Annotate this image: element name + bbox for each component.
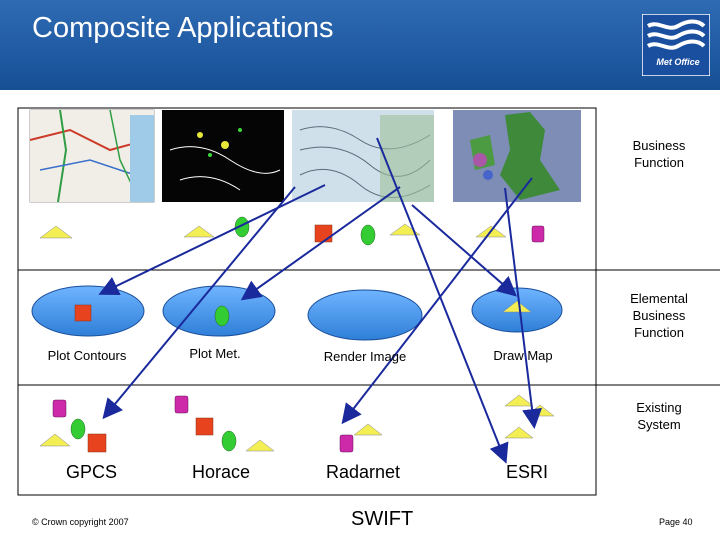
thumbnail-road-map <box>29 109 155 203</box>
triangle-icon <box>39 225 73 239</box>
magenta-square-icon <box>52 399 67 418</box>
layer-label-elemental: Elemental Business Function <box>614 290 704 341</box>
arrow <box>504 187 542 429</box>
layer-label-line: Function <box>634 325 684 340</box>
thumbnail-satellite-map <box>453 110 581 202</box>
circle-icon <box>234 216 250 238</box>
layer-label-business: Business Function <box>614 137 704 171</box>
arrow <box>411 204 518 297</box>
arrow <box>341 177 533 425</box>
triangle-icon <box>39 433 71 447</box>
triangle-icon <box>504 426 534 439</box>
diagram-frame <box>17 107 597 496</box>
system-label-radarnet: Radarnet <box>326 462 401 482</box>
system-label-horace: Horace <box>192 462 251 482</box>
met-office-logo <box>642 14 710 76</box>
function-label-draw-map: Draw Map <box>493 348 553 363</box>
triangle-icon <box>504 394 534 407</box>
page-title: Composite Applications <box>32 12 334 44</box>
triangle-icon <box>525 404 555 417</box>
arrow <box>240 186 401 301</box>
layer-label-existing: Existing System <box>614 399 704 433</box>
thumbnail-pressure-chart <box>292 110 434 202</box>
page-number: Page 40 <box>659 517 693 527</box>
layer-label-line: Function <box>634 155 684 170</box>
circle-icon <box>221 430 237 452</box>
arrow <box>102 186 296 420</box>
system-label-esri: ESRI <box>506 462 549 482</box>
function-ellipse-render-image <box>307 289 423 341</box>
triangle-icon <box>353 423 383 436</box>
magenta-square-icon <box>339 434 354 453</box>
logo-text: Met Office <box>656 57 700 67</box>
system-label-gpcs: GPCS <box>66 462 118 482</box>
layer-label-line: Existing <box>636 400 682 415</box>
copyright-text: © Crown copyright 2007 <box>32 517 129 527</box>
function-label-render-image: Render Image <box>323 349 407 364</box>
circle-icon <box>360 224 376 246</box>
magenta-square-icon <box>174 395 189 414</box>
arrow <box>98 184 326 296</box>
header-bar <box>0 0 720 90</box>
layer-label-line: Elemental <box>630 291 688 306</box>
square-icon <box>195 417 214 436</box>
magenta-square-icon <box>531 225 545 243</box>
circle-icon <box>214 305 230 327</box>
layer-label-line: Business <box>632 138 686 153</box>
triangle-icon <box>183 225 215 238</box>
thumbnail-radar-dark <box>162 110 284 202</box>
layer-label-line: System <box>637 417 681 432</box>
triangle-icon <box>502 300 532 313</box>
function-label-plot-contours: Plot Contours <box>47 348 127 363</box>
triangle-icon <box>245 439 275 452</box>
circle-icon <box>70 418 86 440</box>
footer-swift: SWIFT <box>351 508 414 530</box>
square-icon <box>87 433 107 453</box>
arrow <box>376 137 509 464</box>
layer-label-line: Business <box>632 308 686 323</box>
function-label-plot-met: Plot Met. <box>189 346 241 361</box>
square-icon <box>74 304 92 322</box>
square-icon <box>314 224 333 243</box>
